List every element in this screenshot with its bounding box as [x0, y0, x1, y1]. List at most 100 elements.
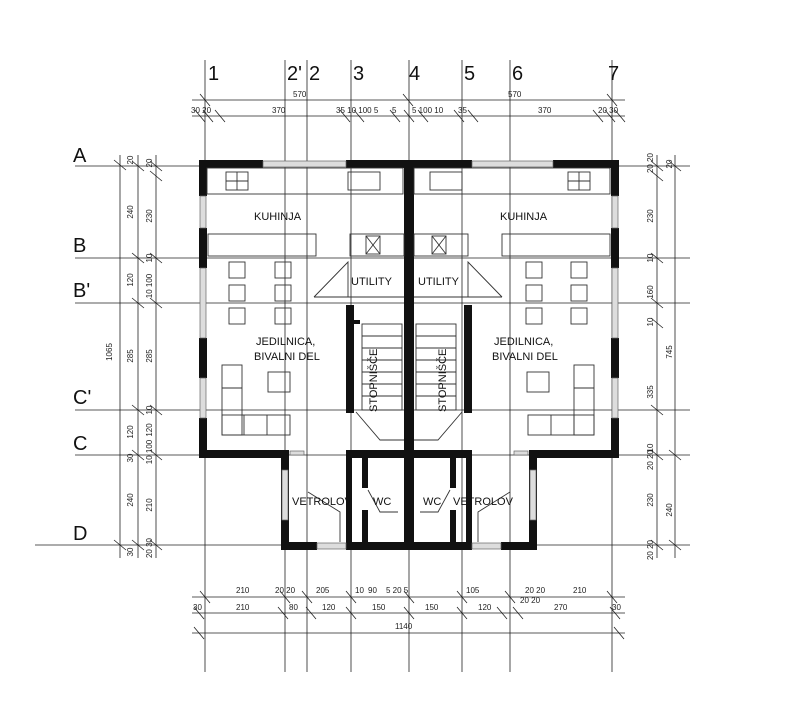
- kitchen-fittings: [206, 167, 611, 257]
- dim-bot1-6: 5 20 5: [386, 586, 409, 595]
- dim-right-inner-1: 20 20: [646, 152, 655, 173]
- room-stopnisce-right: STOPNIŠČE: [436, 349, 449, 412]
- room-jedilnica-left-2: BIVALNI DEL: [254, 351, 320, 363]
- room-utility-right: UTILITY: [418, 276, 460, 288]
- dim-left-inner-10: 20 30: [145, 537, 154, 558]
- dim-left-outer-1: 20: [126, 155, 135, 164]
- dining-furniture: [228, 261, 588, 325]
- dim-left-outer-2: 240: [126, 205, 135, 219]
- dim-right-inner-6: 335: [646, 385, 655, 399]
- dim-bot-total: 1140: [395, 622, 413, 631]
- dim-bot1-4: 10: [355, 586, 364, 595]
- axis-col-2prime: 2': [287, 63, 302, 85]
- dim-right-inner-10: 20 20: [646, 539, 655, 560]
- top-dimensions: 570 570 30 20 370 35 10 100 5 5 5 100 10…: [191, 90, 626, 123]
- axis-row-bprime: B': [73, 280, 90, 302]
- room-jedilnica-right-1: JEDILNICA,: [494, 336, 553, 348]
- dim-left-inner-1: 20: [145, 158, 154, 167]
- dim-bot1-5: 90: [368, 586, 377, 595]
- dim-bot2-2: 210: [236, 603, 250, 612]
- dim-bot2-8: 20 20: [520, 596, 541, 605]
- dim-left-inner-8: 10 100: [145, 439, 154, 464]
- dim-top-7: 370: [538, 106, 552, 115]
- dim-bot2-9: 270: [554, 603, 568, 612]
- dim-right-inner-8: 20 20: [646, 449, 655, 470]
- dim-right-outer-1: 20: [665, 159, 674, 168]
- column-axis-labels: 1 2' 2 3 4 5 6 7: [208, 63, 619, 85]
- dim-bot1-1: 210: [236, 586, 250, 595]
- room-kuhinja-left: KUHINJA: [254, 211, 302, 223]
- room-vetrolov-right: VETROLOV: [453, 496, 514, 508]
- row-axis-labels: A B B' C' C D: [73, 145, 91, 545]
- axis-col-5: 5: [464, 63, 475, 85]
- axis-row-cprime: C': [73, 387, 91, 409]
- windows: [199, 160, 619, 550]
- axis-col-7: 7: [608, 63, 619, 85]
- staircase: [355, 323, 463, 441]
- dim-bot2-1: 30: [193, 603, 202, 612]
- dim-right-outer-3: 240: [665, 503, 674, 517]
- living-furniture: [221, 364, 595, 436]
- dim-bot2-6: 150: [425, 603, 439, 612]
- axis-row-c: C: [73, 433, 87, 455]
- room-kuhinja-right: KUHINJA: [500, 211, 548, 223]
- dim-left-outer-7: 240: [126, 493, 135, 507]
- bottom-dimensions: 210 20 20 205 10 90 5 20 5 105 20 20 210…: [192, 586, 625, 640]
- dim-left-inner-3: 10: [145, 253, 154, 262]
- dim-right-outer-2: 745: [665, 345, 674, 359]
- dim-bot2-5: 150: [372, 603, 386, 612]
- dim-bot2-3: 80: [289, 603, 298, 612]
- dim-bot1-7: 105: [466, 586, 480, 595]
- room-labels: KUHINJA KUHINJA UTILITY UTILITY JEDILNIC…: [254, 211, 558, 508]
- right-dimensions: 20 20 230 10 160 10 335 10 20 20 230 20 …: [646, 152, 682, 560]
- dim-top-8: 20 30: [598, 106, 619, 115]
- room-stopnisce-left: STOPNIŠČE: [367, 349, 380, 412]
- left-dimensions: 1065 20 240 120 285 120 30 240 30 20 230…: [105, 155, 163, 558]
- dim-bot1-3: 205: [316, 586, 330, 595]
- door-swings: [307, 489, 511, 542]
- dim-right-inner-9: 230: [646, 493, 655, 507]
- dim-left-inner-2: 230: [145, 209, 154, 223]
- dim-left-outer-5: 120: [126, 425, 135, 439]
- dim-right-inner-2: 230: [646, 209, 655, 223]
- room-jedilnica-left-1: JEDILNICA,: [256, 336, 315, 348]
- dim-left-inner-9: 210: [145, 498, 154, 512]
- dim-top-total-right: 570: [508, 90, 522, 99]
- axis-row-a: A: [73, 145, 87, 167]
- room-vetrolov-left: VETROLOV: [292, 496, 353, 508]
- room-wc-left: WC: [373, 496, 391, 508]
- dim-right-inner-3: 10: [646, 253, 655, 262]
- dim-bot2-4: 120: [322, 603, 336, 612]
- axis-col-3: 3: [353, 63, 364, 85]
- dim-top-3: 35 10 100 5: [336, 106, 379, 115]
- dim-left-inner-6: 10: [145, 405, 154, 414]
- dim-left-inner-7: 120: [145, 423, 154, 437]
- dim-left-inner-5: 285: [145, 349, 154, 363]
- utility-fittings: [313, 233, 503, 298]
- dim-left-inner-4: 10 100: [145, 273, 154, 298]
- axis-col-1: 1: [208, 63, 219, 85]
- dim-right-inner-7: 10: [646, 443, 655, 452]
- axis-col-4: 4: [409, 63, 420, 85]
- dim-top-2: 370: [272, 106, 286, 115]
- dim-left-outer-4: 285: [126, 349, 135, 363]
- dim-left-outer-6: 30: [126, 453, 135, 462]
- dim-top-6: 35: [458, 106, 467, 115]
- axis-row-b: B: [73, 235, 86, 257]
- dim-top-1: 30 20: [191, 106, 212, 115]
- dim-left-outer-3: 120: [126, 273, 135, 287]
- dim-bot1-9: 210: [573, 586, 587, 595]
- axis-col-6: 6: [512, 63, 523, 85]
- axis-col-2: 2: [309, 63, 320, 85]
- dim-right-inner-5: 10: [646, 317, 655, 326]
- room-utility-left: UTILITY: [351, 276, 393, 288]
- dim-top-5: 5 100 10: [412, 106, 444, 115]
- dim-right-inner-4: 160: [646, 285, 655, 299]
- room-wc-right: WC: [423, 496, 441, 508]
- dim-bot1-8: 20 20: [525, 586, 546, 595]
- dim-bot2-10: 30: [612, 603, 621, 612]
- dim-left-outer-8: 30: [126, 547, 135, 556]
- dim-left-total: 1065: [105, 343, 114, 361]
- dim-bot1-2: 20 20: [275, 586, 296, 595]
